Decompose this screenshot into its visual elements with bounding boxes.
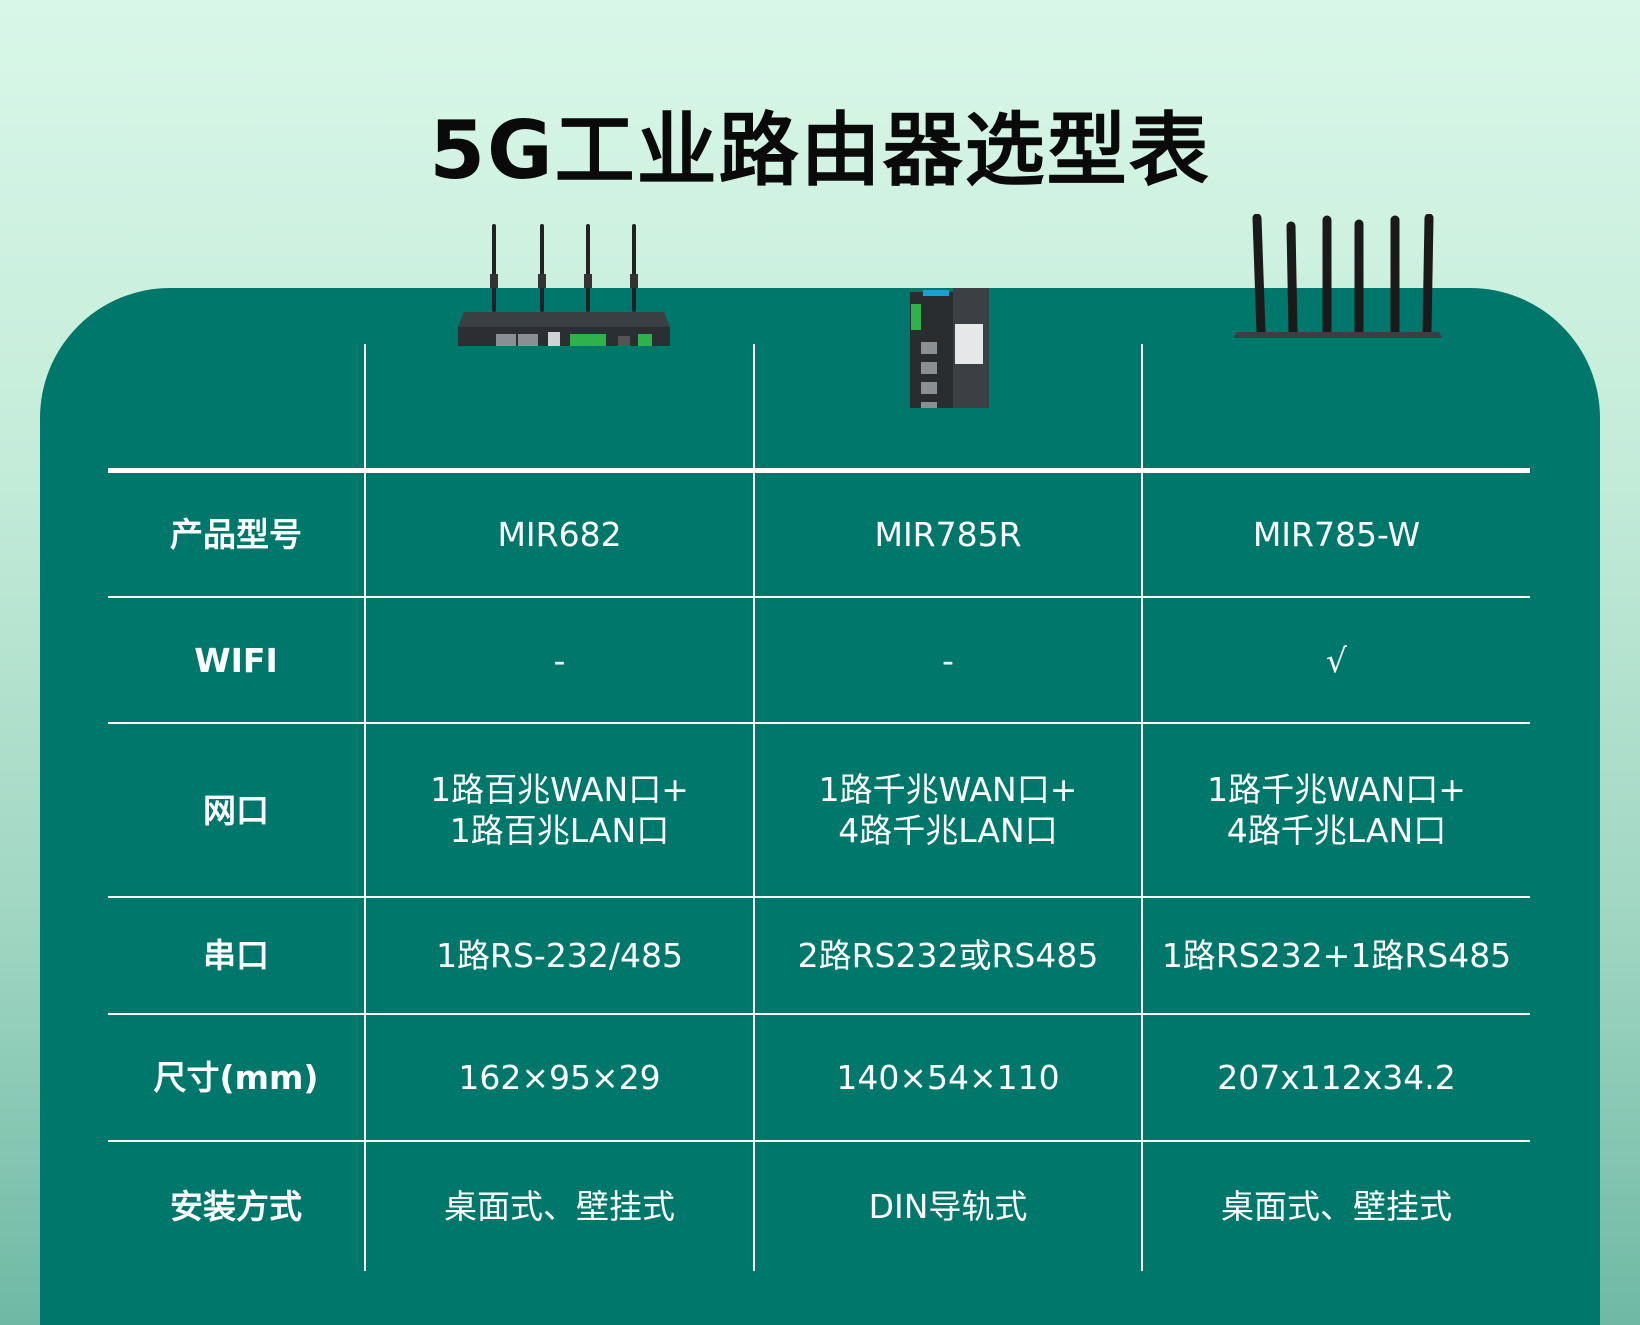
- row-divider: [108, 896, 1530, 898]
- cell-text: -: [553, 640, 566, 680]
- row-divider: [108, 722, 1530, 724]
- cell-text: DIN导轨式: [868, 1187, 1028, 1226]
- row-label-mounting: 安装方式: [170, 1187, 302, 1226]
- cell-model-mir785w: MIR785-W: [1143, 472, 1530, 596]
- cell-mounting-mir785r: DIN导轨式: [755, 1142, 1141, 1271]
- cell-text: 162×95×29: [458, 1058, 661, 1097]
- cell-serial-mir785w: 1路RS232+1路RS485: [1143, 898, 1530, 1013]
- cell-mounting-mir682: 桌面式、壁挂式: [366, 1142, 753, 1271]
- cell-text: 140×54×110: [836, 1058, 1060, 1097]
- cell-model-mir682: MIR682: [366, 472, 753, 596]
- row-label-wifi: WIFI: [194, 640, 278, 680]
- comparison-table: 产品型号 MIR682 MIR785R MIR785-W WIFI - - √ …: [108, 214, 1530, 1271]
- cell-text: 1路千兆WAN口+: [1207, 770, 1466, 809]
- cell-text: 1路百兆WAN口+: [430, 770, 689, 809]
- cell-text: 桌面式、壁挂式: [444, 1187, 675, 1226]
- column-divider: [364, 344, 366, 1271]
- row-label-model: 产品型号: [170, 514, 302, 554]
- cell-text: 4路千兆LAN口: [1226, 811, 1447, 850]
- router-4-antenna-image: [366, 224, 753, 468]
- cell-ethernet-mir785w: 1路千兆WAN口+ 4路千兆LAN口: [1143, 724, 1530, 896]
- cell-ethernet-mir785r: 1路千兆WAN口+ 4路千兆LAN口: [755, 724, 1141, 896]
- cell-wifi-mir785r: -: [755, 598, 1141, 722]
- column-divider: [1141, 344, 1143, 1271]
- cell-text: 桌面式、壁挂式: [1221, 1187, 1452, 1226]
- cell-serial-mir682: 1路RS-232/485: [366, 898, 753, 1013]
- cell-ethernet-mir682: 1路百兆WAN口+ 1路百兆LAN口: [366, 724, 753, 896]
- din-rail-router-image: [755, 288, 1141, 468]
- row-label-ethernet: 网口: [203, 790, 269, 830]
- cell-text: 207x112x34.2: [1217, 1058, 1456, 1097]
- cell-text: 1路百兆LAN口: [449, 811, 670, 850]
- cell-size-mir785w: 207x112x34.2: [1143, 1015, 1530, 1140]
- header-divider: [108, 468, 1530, 473]
- cell-wifi-mir682: -: [366, 598, 753, 722]
- row-divider: [108, 1140, 1530, 1142]
- cell-text: 1路RS232+1路RS485: [1161, 936, 1512, 975]
- comparison-panel: [40, 288, 1600, 1325]
- cell-text: 1路千兆WAN口+: [818, 770, 1078, 809]
- row-label-serial: 串口: [203, 936, 269, 975]
- cell-text: -: [942, 640, 954, 680]
- cell-text: MIR785R: [874, 514, 1022, 554]
- cell-text: 1路RS-232/485: [436, 936, 683, 975]
- cell-size-mir785r: 140×54×110: [755, 1015, 1141, 1140]
- row-divider: [108, 596, 1530, 598]
- cell-text: 4路千兆LAN口: [838, 811, 1058, 850]
- cell-text: √: [1325, 640, 1348, 680]
- cell-model-mir785r: MIR785R: [755, 472, 1141, 596]
- page-title: 5G工业路由器选型表: [429, 104, 1211, 197]
- router-6-antenna-image: [1143, 214, 1530, 468]
- cell-text: 2路RS232或RS485: [797, 936, 1099, 975]
- row-divider: [108, 1013, 1530, 1015]
- cell-serial-mir785r: 2路RS232或RS485: [755, 898, 1141, 1013]
- cell-text: MIR785-W: [1252, 514, 1421, 554]
- row-label-size: 尺寸(mm): [153, 1058, 319, 1097]
- cell-text: MIR682: [497, 514, 622, 554]
- cell-size-mir682: 162×95×29: [366, 1015, 753, 1140]
- column-divider: [753, 344, 755, 1271]
- cell-wifi-mir785w: √: [1143, 598, 1530, 722]
- cell-mounting-mir785w: 桌面式、壁挂式: [1143, 1142, 1530, 1271]
